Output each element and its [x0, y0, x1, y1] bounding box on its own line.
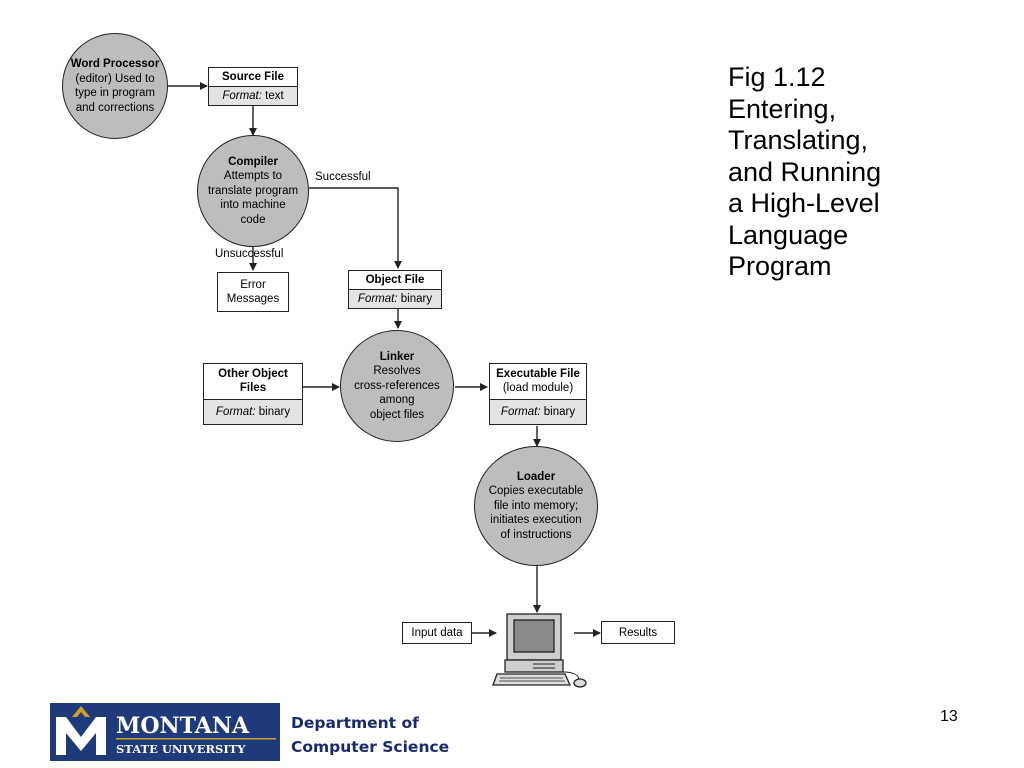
error-messages-box: Error Messages — [217, 272, 289, 312]
word-processor-title: Word Processor — [70, 58, 160, 70]
caption-line-6: Language — [728, 219, 849, 250]
caption-line-2: Entering, — [728, 93, 837, 124]
linker-title: Linker — [379, 350, 415, 363]
results-box: Results — [601, 621, 675, 644]
word-processor-line-2: type in program — [75, 87, 155, 99]
dept-line-2: Computer Science — [291, 738, 450, 756]
object-file-box: Object File Format: binary — [348, 270, 442, 309]
edge-label-successful: Successful — [315, 171, 371, 183]
source-file-box: Source File Format: text — [208, 67, 298, 106]
linker-line-3: among — [379, 394, 415, 407]
edge-label-unsuccessful: Unsuccessful — [215, 248, 284, 260]
object-file-title: Object File — [365, 274, 425, 286]
computer-icon — [492, 613, 587, 688]
other-object-files-format: Format: binary — [204, 399, 302, 424]
caption-line-5: a High-Level — [728, 188, 880, 218]
executable-file-title: Executable File (load module) — [496, 368, 580, 394]
executable-file-box: Executable File (load module) Format: bi… — [489, 363, 587, 425]
dept-line-1: Department of — [291, 714, 419, 732]
caption-line-4: and Running — [728, 156, 882, 187]
montana-state-logo: MONTANA STATE UNIVERSITY — [50, 703, 280, 761]
logo-word-state-university: STATE UNIVERSITY — [116, 742, 246, 756]
source-file-title: Source File — [222, 71, 284, 83]
caption-line-3: Translating, — [728, 125, 869, 155]
loader-line-2: file into memory; — [493, 499, 579, 512]
other-object-files-title: Other Object Files — [218, 368, 288, 394]
linker-node: Linker Resolves cross-references among o… — [340, 330, 454, 442]
loader-line-1: Copies executable — [488, 485, 584, 498]
loader-title: Loader — [516, 470, 556, 483]
error-messages-line-2: Messages — [226, 293, 280, 305]
page-number: 13 — [940, 708, 958, 725]
input-data-box: Input data — [402, 622, 472, 644]
error-messages-line-1: Error — [240, 279, 266, 291]
department-name: Department of Computer Science — [291, 711, 449, 759]
compiler-line-2: translate program — [207, 184, 299, 197]
object-file-format: Format: binary — [349, 289, 441, 308]
m-mountain-mark — [56, 706, 106, 755]
results-label: Results — [618, 626, 658, 639]
loader-node: Loader Copies executable file into memor… — [474, 446, 598, 566]
word-processor-line-1: (editor) Used to — [75, 72, 155, 85]
executable-file-format: Format: binary — [490, 399, 586, 424]
loader-line-4: of instructions — [500, 528, 572, 541]
compiler-node: Compiler Attempts to translate program i… — [197, 135, 309, 247]
arrow-compiler-to-object-file — [309, 187, 402, 269]
compiler-title: Compiler — [228, 155, 278, 168]
input-data-label: Input data — [411, 627, 463, 639]
linker-line-4: object files — [369, 408, 425, 421]
figure-caption: Fig 1.12 Entering, Translating, and Runn… — [728, 62, 988, 283]
compiler-line-4: code — [240, 213, 266, 226]
loader-line-3: initiates execution — [490, 514, 582, 527]
logo-word-montana: MONTANA — [116, 713, 250, 739]
caption-line-7: Program — [728, 251, 832, 281]
caption-line-1: Fig 1.12 — [728, 62, 826, 92]
compiler-line-1: Attempts to — [223, 170, 283, 183]
other-object-files-box: Other Object Files Format: binary — [203, 363, 303, 425]
word-processor-node: Word Processor (editor) Used to type in … — [62, 33, 168, 139]
compiler-line-3: into machine — [220, 199, 286, 212]
word-processor-line-3: and corrections — [75, 101, 155, 114]
source-file-format: Format: text — [209, 86, 297, 105]
linker-line-1: Resolves — [373, 365, 421, 378]
linker-line-2: cross-references — [354, 379, 440, 392]
